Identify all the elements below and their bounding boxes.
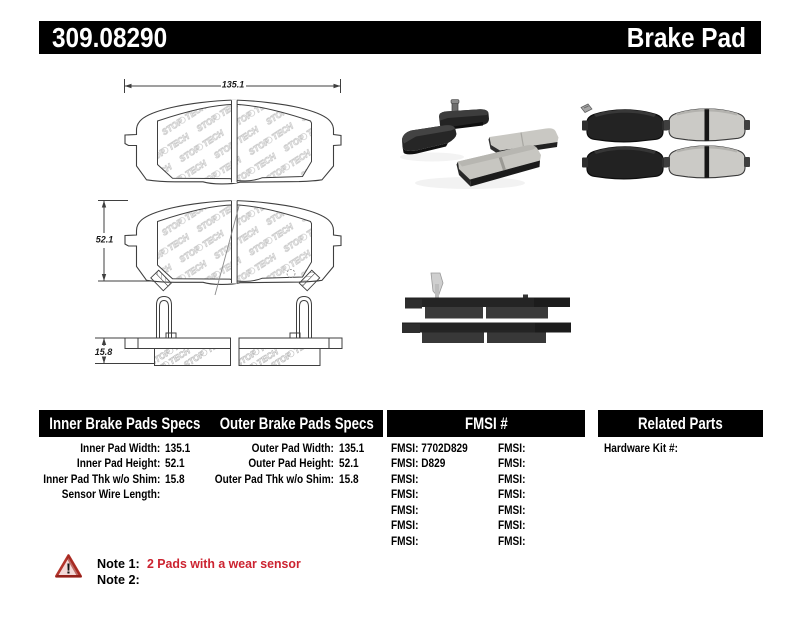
svg-text:52.1: 52.1 [96,235,114,245]
svg-text:15.8: 15.8 [95,347,113,357]
svg-text:STOP: STOP [232,362,257,383]
svg-text:!: ! [66,561,71,578]
svg-text:STOP: STOP [144,361,169,382]
svg-text:135.1: 135.1 [222,80,245,90]
